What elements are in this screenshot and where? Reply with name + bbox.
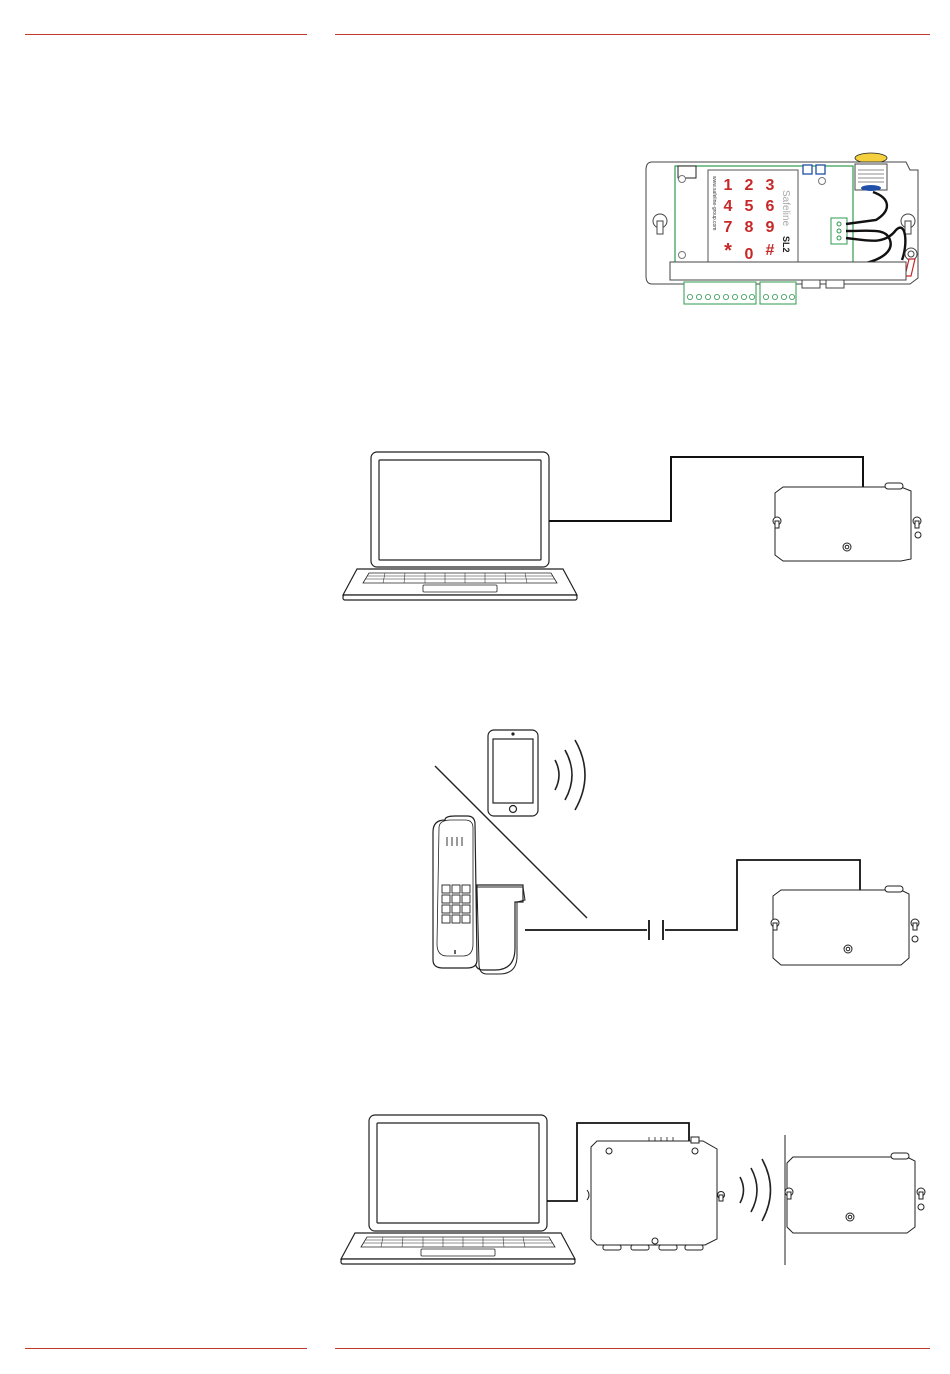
sl2-panel-illustration: 1 2 3 4 5 6 7 8 9 * 0 # www.safeline-gro… (640, 148, 930, 313)
lift-unit-icon (785, 1153, 925, 1233)
key-1: 1 (724, 177, 733, 194)
key-6: 6 (766, 198, 775, 215)
model-label: SL2 (781, 236, 791, 253)
laptop-icon (341, 1115, 575, 1264)
laptop-wireless-diagram (335, 1105, 930, 1275)
telephone-icon (433, 816, 525, 974)
header-rule-left (25, 34, 307, 35)
footer-rule-left (25, 1348, 307, 1349)
laptop-icon (343, 452, 577, 600)
wireless-signal-icon (555, 740, 585, 810)
keypad: 1 2 3 4 5 6 7 8 9 * 0 # (724, 177, 775, 263)
key-4: 4 (724, 198, 733, 215)
key-3: 3 (766, 177, 775, 194)
footer-rule-right (335, 1348, 930, 1349)
brand-label: Safeline (780, 190, 791, 227)
key-7: 7 (724, 219, 733, 236)
lift-unit-icon (773, 483, 921, 561)
key-8: 8 (745, 219, 754, 236)
header-rule-right (335, 34, 930, 35)
laptop-wired-diagram (335, 445, 930, 605)
smartphone-icon (488, 730, 538, 816)
wireless-signal-icon (740, 1159, 771, 1221)
key-star: * (724, 240, 732, 262)
gsm-unit-icon (587, 1137, 725, 1250)
key-0: 0 (745, 246, 754, 263)
key-9: 9 (766, 219, 775, 236)
website-label: www.safeline-group.com (711, 176, 717, 230)
key-5: 5 (745, 198, 754, 215)
telephone-connection-diagram (415, 720, 920, 982)
lift-unit-icon (771, 886, 919, 965)
key-hash: # (766, 242, 775, 259)
key-2: 2 (745, 177, 754, 194)
